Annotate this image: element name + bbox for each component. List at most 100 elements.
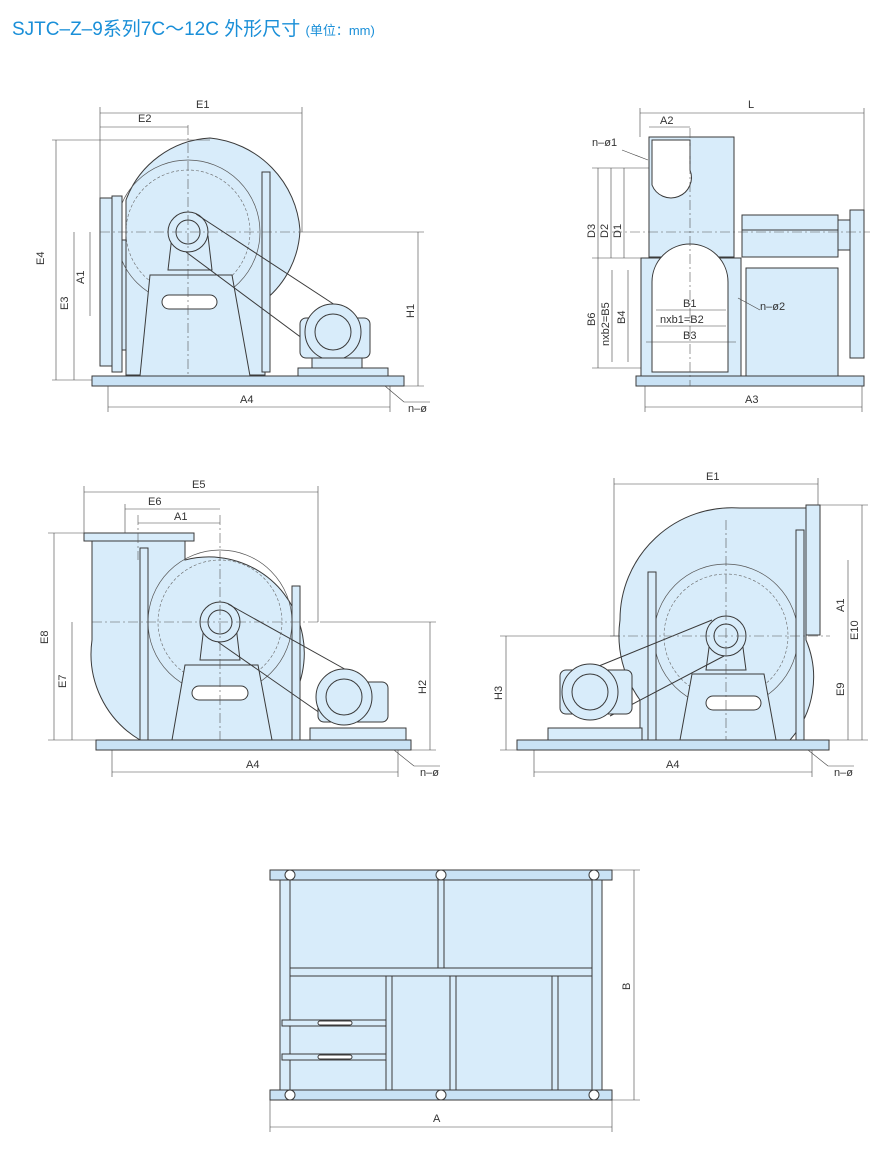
view1-label-e2: E2	[138, 113, 151, 125]
view2-label-d3: D3	[586, 224, 598, 238]
view3-label-e7: E7	[57, 675, 69, 688]
view3-label-a1: A1	[174, 511, 187, 523]
view2-motor-box	[745, 267, 839, 377]
view1-leader-nphi	[384, 385, 405, 403]
view2-label-b4: B4	[616, 311, 628, 324]
view-2-front-view: L A2 n–ø1 D3 D2 D1 B6 nxb2=B5 B4 B1 nxb1…	[586, 99, 870, 412]
view3-frame-post-left	[139, 547, 149, 741]
view2-leader-nphi2	[737, 297, 761, 311]
view1-belt-top	[195, 213, 336, 306]
view2-label-b6: B6	[586, 313, 598, 326]
view4-leader-nphi	[807, 749, 829, 767]
view3-label-e8: E8	[39, 631, 51, 644]
view-5-plan-view: B A	[269, 869, 640, 1132]
view5-label-b: B	[621, 983, 633, 990]
view4-belt-top	[593, 619, 713, 669]
view5-slot-1	[317, 1020, 353, 1026]
view3-label-a4: A4	[246, 759, 259, 771]
view5-panel-right	[557, 975, 593, 1091]
view1-bearing-stand	[139, 274, 251, 377]
view3-frame-post-right	[291, 585, 301, 741]
view5-bolt-hole	[284, 869, 296, 881]
view1-label-e4: E4	[35, 252, 47, 265]
view1-belt-bottom	[185, 251, 319, 351]
view5-bolt-hole	[435, 869, 447, 881]
view1-motor-pulley	[304, 303, 362, 361]
view1-motor-foot	[311, 357, 363, 369]
title-main: SJTC–Z–9系列7C～12C 外形尺寸	[12, 19, 301, 40]
view2-label-nxb2: nxb2=B5	[600, 302, 612, 346]
view5-crossbar	[289, 967, 593, 977]
view2-outlet-opening	[651, 139, 692, 199]
view3-label-e5: E5	[192, 479, 205, 491]
page-title: SJTC–Z–9系列7C～12C 外形尺寸 (单位：mm)	[12, 14, 375, 41]
view4-label-e10: E10	[849, 620, 861, 640]
view2-label-a3: A3	[745, 394, 758, 406]
view5-slot-2	[317, 1054, 353, 1060]
view2-base-frame	[635, 375, 865, 387]
view5-label-a: A	[433, 1113, 441, 1125]
view3-motor-pulley	[315, 668, 373, 726]
view5-panel-tr	[443, 879, 593, 969]
view4-motor-base	[547, 727, 643, 741]
view4-label-a1: A1	[835, 599, 847, 612]
view2-label-b1: B1	[683, 298, 696, 310]
view3-belt-top	[227, 603, 351, 673]
view4-motor-pulley-inner	[571, 673, 609, 711]
view-4-mirrored-view: E1 A1 E10 E9 H3 A4 n–ø	[493, 471, 868, 779]
view4-label-h3: H3	[493, 686, 505, 700]
view5-panel-ml2	[289, 1025, 387, 1055]
title-unit: (单位：mm)	[305, 23, 375, 38]
view5-panel-tl	[289, 879, 439, 969]
view1-label-e3: E3	[59, 297, 71, 310]
view5-bolt-hole	[284, 1089, 296, 1101]
view3-bearing-stand	[171, 664, 273, 741]
view2-label-d2: D2	[599, 224, 611, 238]
view5-panel-center	[455, 975, 553, 1091]
view-3-side-view-variant: E5 E6 A1 E8 E7 H2 A4 n–ø	[39, 479, 440, 779]
view1-label-e1: E1	[196, 99, 209, 111]
view4-label-e9: E9	[835, 683, 847, 696]
view1-frame-post-left	[111, 195, 123, 373]
view4-label-nphi: n–ø	[834, 767, 853, 779]
view1-stand-slot	[161, 294, 218, 310]
view2-label-nphi1: n–ø1	[592, 137, 617, 149]
view5-panel-mid	[391, 975, 451, 1091]
view2-label-nphi2: n–ø2	[760, 301, 785, 313]
view4-frame-post-right	[795, 529, 805, 741]
view3-label-nphi: n–ø	[420, 767, 439, 779]
view1-frame-post	[261, 171, 271, 373]
view3-leader-nphi	[393, 749, 415, 767]
view4-frame-post-left	[647, 571, 657, 741]
view5-bolt-hole	[588, 1089, 600, 1101]
view1-label-nphi: n–ø	[408, 403, 427, 415]
view5-bolt-hole	[435, 1089, 447, 1101]
view2-label-a2: A2	[660, 115, 673, 127]
view2-bearing-shaft	[741, 214, 839, 258]
view1-motor-pulley-inner	[314, 313, 352, 351]
view4-label-a4: A4	[666, 759, 679, 771]
view2-leader-nphi1	[621, 149, 649, 161]
view4-stand-slot	[705, 695, 762, 711]
view4-inlet-flange	[805, 504, 821, 636]
view2-belt-guard	[849, 209, 865, 359]
view-1-side-view: E1 E2 E4 E3 A1 H1 A4 n–ø	[35, 99, 430, 415]
view1-motor-base	[297, 367, 389, 377]
view4-base-frame	[516, 739, 830, 751]
view2-label-nxb1: nxb1=B2	[660, 314, 704, 326]
view5-panel-bl	[289, 1059, 387, 1091]
view3-motor-pulley-inner	[325, 678, 363, 716]
view4-label-e1: E1	[706, 471, 719, 483]
view1-base-frame	[91, 375, 405, 387]
view5-bolt-hole	[588, 869, 600, 881]
view1-label-a1: A1	[75, 271, 87, 284]
view3-base-frame	[95, 739, 412, 751]
view4-motor-pulley	[561, 663, 619, 721]
view3-label-h2: H2	[417, 680, 429, 694]
view5-panel-ml	[289, 975, 387, 1021]
view2-label-l: L	[748, 99, 754, 111]
view2-pulley	[837, 219, 851, 251]
view1-label-a4: A4	[240, 394, 253, 406]
view3-label-e6: E6	[148, 496, 161, 508]
